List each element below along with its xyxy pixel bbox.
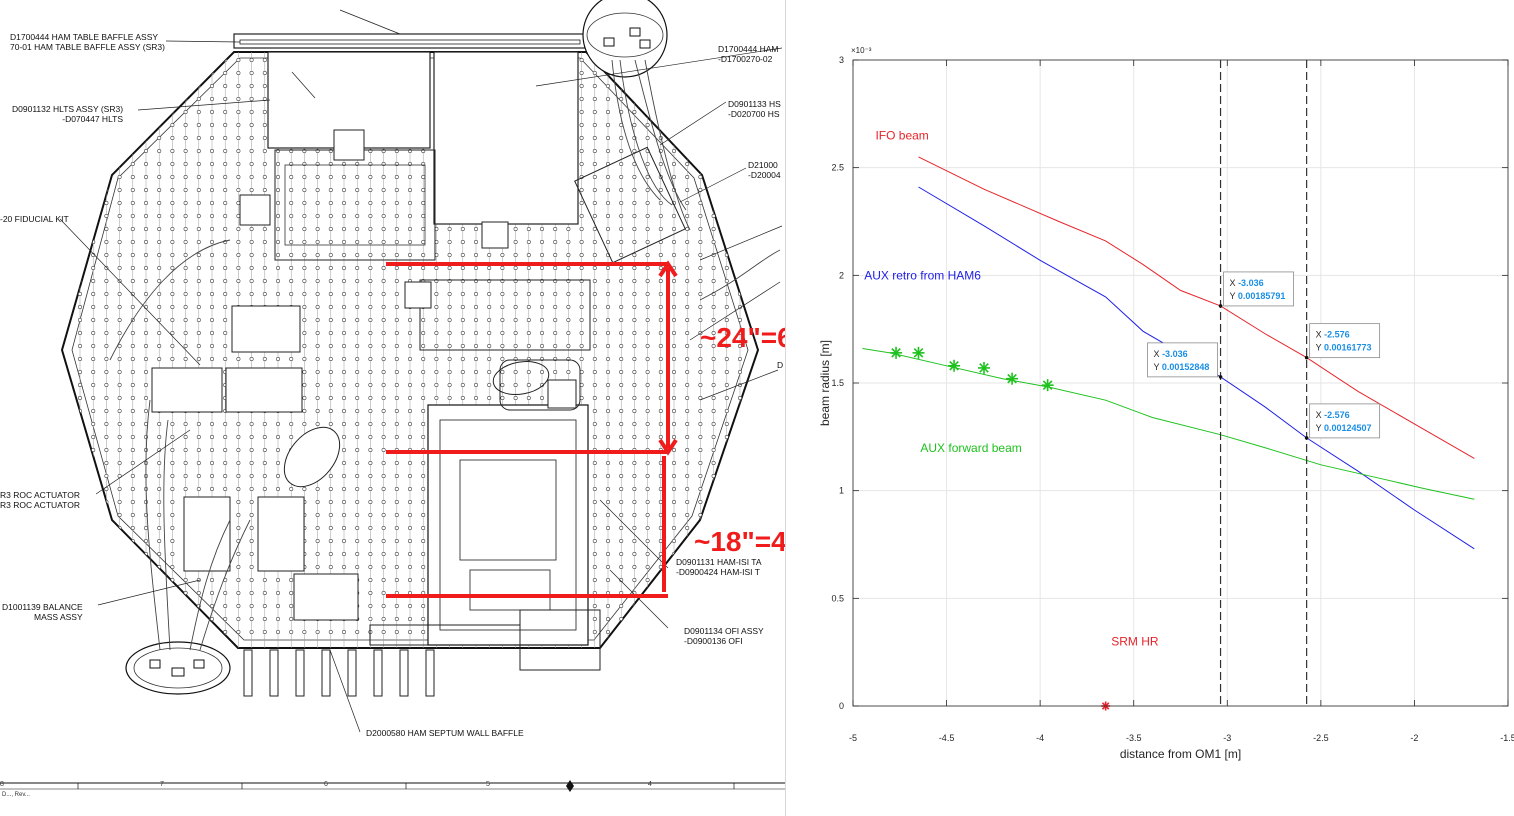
datatip-point xyxy=(1218,304,1223,308)
y-tick-label: 3 xyxy=(839,55,844,65)
aux-forward-marker xyxy=(978,361,990,374)
x-tick-label: -4.5 xyxy=(939,733,955,743)
label-balance-mass: D1001139 BALANCE MASS ASSY xyxy=(2,602,83,622)
y-tick-label: 1 xyxy=(839,486,844,496)
label-d2100-assy: D21000 -D20004 xyxy=(748,160,781,180)
y-tick-label: 2.5 xyxy=(831,163,844,173)
ruler-number: 7 xyxy=(160,781,164,788)
datatip-y: Y 0.00152848 xyxy=(1154,362,1210,372)
aux-forward-marker xyxy=(890,346,903,359)
aux-forward-marker xyxy=(1041,379,1054,392)
x-tick-label: -2.5 xyxy=(1313,733,1329,743)
hs-plate xyxy=(433,51,579,225)
datatip-y: Y 0.00161773 xyxy=(1316,343,1372,353)
label-fiducial-kit: -20 FIDUCIAL KIT xyxy=(0,214,69,224)
x-tick-label: -5 xyxy=(849,733,857,743)
x-tick-label: -1.5 xyxy=(1500,733,1514,743)
beam-radius-chart: -5 -4.5 -4 -3.5 -3 -2.5 -2 -1.5 0 0.5 1 1.5 2 2.5 3 ×10… xyxy=(818,46,1514,761)
x-tick-label: -2 xyxy=(1410,733,1418,743)
dimension-markers xyxy=(386,260,678,598)
series-line-ifo xyxy=(918,156,1475,459)
label-hlts-assy: D0901132 HLTS ASSY (SR3) -D070447 HLTS xyxy=(12,104,124,124)
label-ham-isi: D0901131 HAM-ISI TA -D0900424 HAM-ISI T xyxy=(676,557,762,577)
label-edge-d: D xyxy=(777,360,784,370)
datatip: X -2.576 Y 0.00161773 xyxy=(1309,323,1381,359)
label-ofi-assy: D0901134 OFI ASSY -D0900136 OFI xyxy=(684,626,764,646)
datatip-point xyxy=(1218,375,1223,379)
chart-annotation: SRM HR xyxy=(1111,635,1159,649)
ham-table-layout-drawing xyxy=(0,0,785,792)
x-tick-label: -3.5 xyxy=(1126,733,1142,743)
chart-annotation: AUX forward beam xyxy=(920,441,1021,455)
x-tick-label: -3 xyxy=(1223,733,1231,743)
aux-forward-marker xyxy=(948,359,961,372)
chart-annotation: AUX retro from HAM6 xyxy=(864,269,981,283)
y-axis-label: beam radius [m] xyxy=(818,340,832,426)
chart-annotation: IFO beam xyxy=(875,129,928,143)
ruler-number: 4 xyxy=(648,781,652,788)
label-hs-assy: D0901133 HS -D020700 HS xyxy=(728,99,781,119)
ruler-number: 5 xyxy=(486,781,490,788)
y-exponent: ×10⁻³ xyxy=(851,46,872,55)
series-line-aux-forward xyxy=(862,348,1475,500)
label-baffle-assy: D1700444 HAM TABLE BAFFLE ASSY 70-01 HAM… xyxy=(10,32,165,52)
aux-forward-marker xyxy=(912,346,925,359)
plot-panel: -5 -4.5 -4 -3.5 -3 -2.5 -2 -1.5 0 0.5 1 1.5 2 2.5 3 ×10… xyxy=(785,0,1514,816)
datatip-x: X -2.576 xyxy=(1316,410,1350,420)
datatip-x: X -2.576 xyxy=(1316,330,1350,340)
datatip: X -3.036 Y 0.00185791 xyxy=(1223,271,1294,307)
datatip-y: Y 0.00124507 xyxy=(1316,423,1372,433)
label-baffle-assy-right: D1700444 HAM -D1700270-02 xyxy=(718,44,779,64)
y-tick-label: 0.5 xyxy=(831,593,844,603)
x-tick-label: -4 xyxy=(1036,733,1044,743)
aux-forward-marker xyxy=(1006,372,1019,385)
flange-bottom-left xyxy=(125,641,231,695)
datatip-point xyxy=(1304,355,1309,360)
datatip: X -3.036 Y 0.00152848 xyxy=(1147,342,1218,378)
datatip-x: X -3.036 xyxy=(1230,278,1264,288)
datatip: X -2.576 Y 0.00124507 xyxy=(1309,403,1381,439)
label-septum-baffle: D2000580 HAM SEPTUM WALL BAFFLE xyxy=(366,728,524,738)
mechanical-drawing: D1700444 HAM TABLE BAFFLE ASSY 70-01 HAM… xyxy=(0,0,874,798)
flange-top-right xyxy=(582,0,668,78)
ruler-footnote: D..., Rev... xyxy=(2,792,30,798)
datatip-x: X -3.036 xyxy=(1154,349,1188,359)
datatip-y: Y 0.00185791 xyxy=(1230,291,1286,301)
ruler-number: 8 xyxy=(0,781,4,788)
datatip-point xyxy=(1304,436,1309,440)
ruler-number: 6 xyxy=(324,781,328,788)
y-tick-label: 2 xyxy=(839,270,844,280)
x-axis-label: distance from OM1 [m] xyxy=(1120,747,1241,761)
label-roc-actuator: R3 ROC ACTUATOR R3 ROC ACTUATOR xyxy=(0,490,80,510)
y-tick-label: 0 xyxy=(839,701,844,711)
y-tick-label: 1.5 xyxy=(831,378,844,388)
